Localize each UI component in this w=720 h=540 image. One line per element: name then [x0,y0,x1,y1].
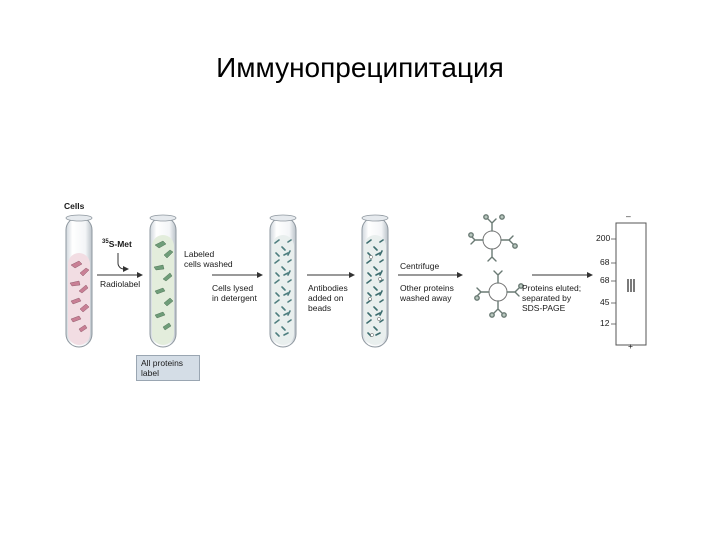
marker-45: 45 [600,297,610,307]
immunoprecipitation-figure: Cells 35S-Met Radiolabel All proteins la… [62,195,650,381]
marker-68-lower: 68 [600,275,610,285]
other-proteins-label: Other proteins washed away [400,283,454,303]
marker-68-upper: 68 [600,257,610,267]
sds-page-gel [611,222,647,346]
tube-4 [361,214,389,348]
slide-title: Иммунопреципитация [216,52,504,83]
marker-200: 200 [596,233,611,243]
cells-lysed-label: Cells lysed in detergent [212,283,257,303]
bead-complexes [468,214,524,318]
labeled-washed-label: Labeled cells washed [184,249,233,269]
met-superscript: 35 [102,239,109,245]
tube-2 [149,214,177,348]
cells-label: Cells [64,201,85,211]
gel-plus-sign: + [628,341,633,351]
figure-artwork [65,214,647,348]
met-text: S-Met [108,238,132,249]
tube-1 [65,214,93,348]
all-proteins-label-box: All proteins label [136,355,200,381]
radiolabel-label: Radiolabel [100,279,141,289]
marker-12: 12 [600,318,610,328]
tube-3 [269,214,297,348]
antibodies-label: Antibodies added on beads [308,283,348,313]
met-label: 35S-Met [102,237,132,249]
process-arrows [97,253,593,278]
gel-minus-sign: – [626,211,631,221]
proteins-eluted-label: Proteins eluted; separated by SDS-PAGE [522,283,582,313]
centrifuge-label: Centrifuge [400,261,440,271]
